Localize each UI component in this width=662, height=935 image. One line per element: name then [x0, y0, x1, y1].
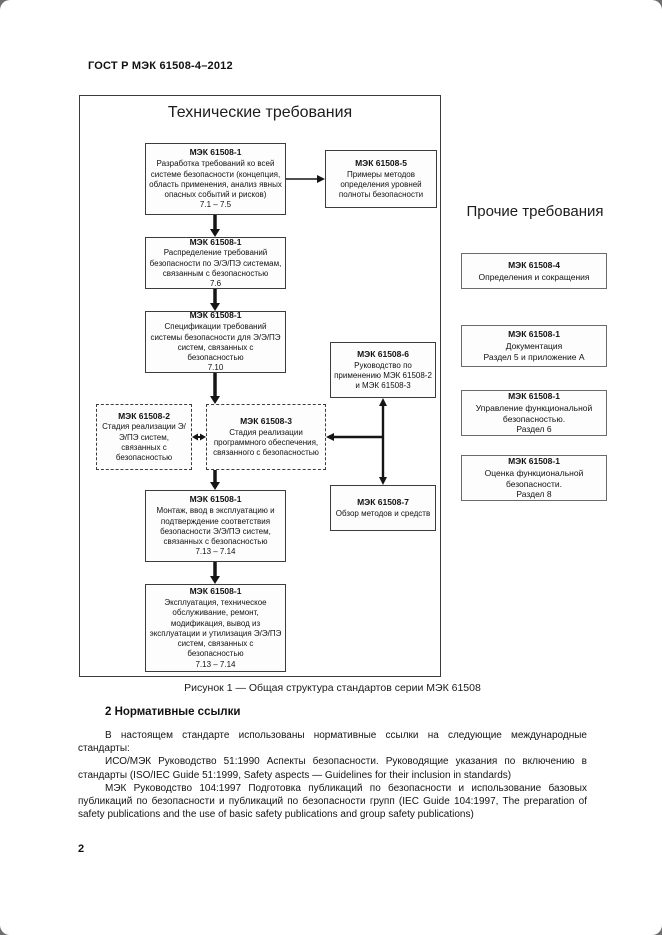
flow-box-text: Стадия реализации Э/Э/ПЭ систем, связанн… — [102, 422, 186, 463]
flow-box-code: МЭК 61508-1 — [189, 494, 242, 505]
flow-box-code: МЭК 61508-4 — [508, 259, 560, 270]
flow-box-realisation-systems: МЭК 61508-2 Стадия реализации Э/Э/ПЭ сис… — [96, 404, 192, 470]
flow-box-code: МЭК 61508-5 — [355, 157, 407, 168]
flow-box-text: Определения и сокращения — [478, 271, 590, 282]
page-number: 2 — [78, 843, 85, 855]
flow-box-development: МЭК 61508-1 Разработка требований ко все… — [145, 143, 286, 215]
flow-box-code: МЭК 61508-7 — [357, 496, 409, 507]
flow-box-operation: МЭК 61508-1 Эксплуатация, техническое об… — [145, 584, 286, 672]
other-box-definitions: МЭК 61508-4 Определения и сокращения — [461, 253, 607, 289]
flow-box-ref: Раздел 8 — [516, 489, 552, 500]
flow-box-allocation: МЭК 61508-1 Распределение требований без… — [145, 237, 286, 289]
flow-box-code: МЭК 61508-1 — [508, 390, 560, 401]
flow-box-code: МЭК 61508-2 — [118, 410, 170, 421]
flow-box-code: МЭК 61508-1 — [508, 329, 560, 340]
other-box-documentation: МЭК 61508-1 Документация Раздел 5 и прил… — [461, 325, 607, 367]
flow-box-text: Документация — [505, 341, 563, 352]
flow-box-text: Монтаж, ввод в эксплуатацию и подтвержде… — [156, 506, 275, 547]
other-requirements-title: Прочие требования — [466, 203, 604, 220]
flow-box-realisation-software: МЭК 61508-3 Стадия реализации программно… — [206, 404, 326, 470]
flow-box-ref: 7.10 — [207, 363, 224, 373]
flow-box-text: Стадия реализации программного обеспечен… — [213, 427, 319, 458]
flow-box-code: МЭК 61508-6 — [357, 348, 409, 359]
flow-box-code: МЭК 61508-1 — [189, 236, 242, 247]
other-box-assessment: МЭК 61508-1 Оценка функциональной безопа… — [461, 455, 607, 501]
flow-box-text: Спецификации требований системы безопасн… — [150, 322, 281, 363]
flow-box-ref: 7.1 – 7.5 — [199, 200, 232, 210]
flow-box-installation: МЭК 61508-1 Монтаж, ввод в эксплуатацию … — [145, 490, 286, 562]
flow-box-ref: Раздел 6 — [516, 424, 552, 435]
flow-box-ref: 7.6 — [209, 279, 222, 289]
figure-caption: Рисунок 1 — Общая структура стандартов с… — [184, 682, 481, 694]
figure-title: Технические требования — [167, 104, 353, 121]
flow-box-text: Разработка требований ко всей системе бе… — [149, 159, 282, 200]
document-header: ГОСТ Р МЭК 61508-4–2012 — [88, 60, 233, 72]
flow-box-code: МЭК 61508-1 — [189, 586, 242, 597]
flow-box-ref: 7.13 – 7.14 — [195, 547, 236, 557]
flow-box-ref: 7.13 – 7.14 — [195, 659, 236, 669]
paragraph: В настоящем стандарте использованы норма… — [78, 730, 587, 755]
flow-box-text: Руководство по применению МЭК 61508-2 и … — [334, 360, 432, 391]
flow-box-code: МЭК 61508-1 — [189, 310, 242, 321]
flow-box-code: МЭК 61508-1 — [508, 455, 560, 466]
flow-box-text: Эксплуатация, техническое обслуживание, … — [149, 598, 282, 659]
flow-box-code: МЭК 61508-3 — [240, 415, 292, 426]
other-box-management: МЭК 61508-1 Управление функциональной бе… — [461, 390, 607, 436]
flow-box-overview: МЭК 61508-7 Обзор методов и средств — [330, 485, 436, 531]
flow-box-ref: Раздел 5 и приложение А — [483, 351, 585, 362]
flow-box-code: МЭК 61508-1 — [189, 147, 242, 158]
flow-box-text: Управление функциональной безопасностью. — [475, 402, 593, 424]
paragraph: ИСО/МЭК Руководство 51:1990 Аспекты безо… — [78, 756, 587, 781]
body-text: В настоящем стандарте использованы норма… — [78, 729, 587, 821]
flow-box-text: Обзор методов и средств — [335, 508, 431, 518]
flow-box-examples: МЭК 61508-5 Примеры методов определения … — [325, 150, 437, 208]
flow-box-specification: МЭК 61508-1 Спецификации требований сист… — [145, 310, 286, 373]
flow-box-text: Примеры методов определения уровней полн… — [338, 169, 424, 200]
paragraph: МЭК Руководство 104:1997 Подготовка публ… — [78, 782, 587, 821]
section-heading: 2 Нормативные ссылки — [105, 706, 241, 718]
flow-box-guidelines: МЭК 61508-6 Руководство по применению МЭ… — [330, 342, 436, 398]
flow-box-text: Оценка функциональной безопасности. — [484, 467, 584, 489]
flow-box-text: Распределение требований безопасности по… — [149, 248, 282, 278]
